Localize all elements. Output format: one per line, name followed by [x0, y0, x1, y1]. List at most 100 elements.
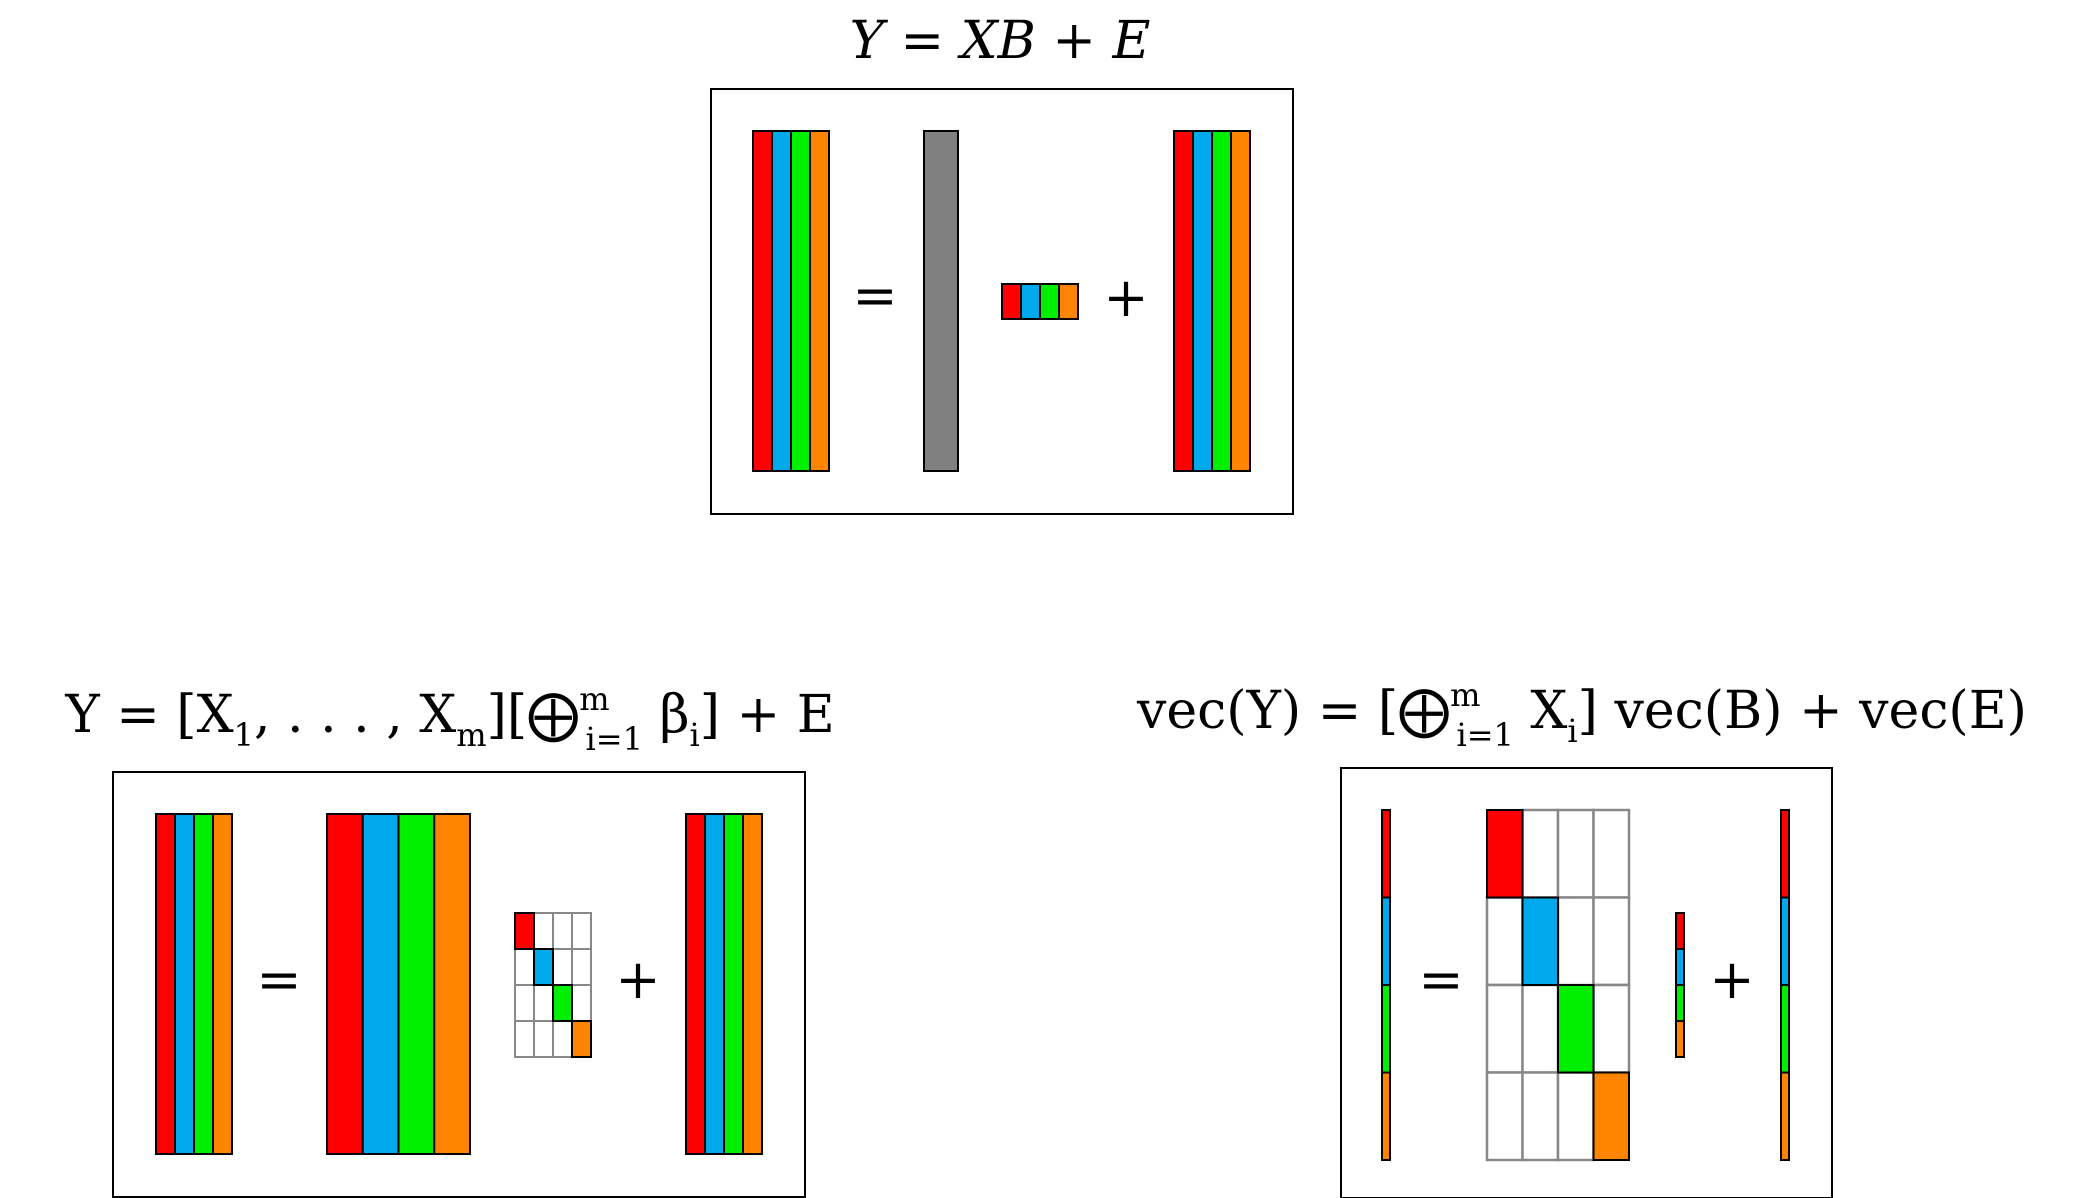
top-b-vector-blue-column	[1020, 283, 1041, 320]
left-formula-subm: m	[456, 716, 486, 754]
right-plus-sign: +	[1709, 948, 1754, 1011]
right-x-blockdiag-empty-cell	[1521, 983, 1560, 1074]
right-x-blockdiag-empty-cell	[1485, 896, 1524, 987]
right-vecb-vector-green-segment	[1675, 984, 1685, 1022]
left-formula-sup: m	[579, 680, 609, 718]
top-panel-frame	[710, 88, 1294, 515]
top-e-matrix	[1173, 130, 1251, 472]
top-e-matrix-red-column	[1173, 130, 1194, 472]
right-vecy-vector-blue-segment	[1381, 896, 1391, 986]
right-panel-frame	[1340, 767, 1833, 1198]
left-formula-sub: i=1	[586, 720, 643, 758]
top-x-matrix	[923, 130, 959, 472]
right-vece-vector-red-segment	[1780, 809, 1790, 899]
left-x-matrix	[326, 813, 471, 1155]
right-vecb-vector-orange-segment	[1675, 1020, 1685, 1058]
right-x-blockdiag-orange-block	[1592, 1071, 1630, 1161]
left-beta-blockdiag-empty-cell	[552, 1020, 573, 1058]
left-formula-oplus: ⨁	[527, 685, 579, 745]
right-x-blockdiag-empty-cell	[1556, 896, 1595, 987]
left-y-matrix-green-column	[193, 813, 214, 1155]
left-x-matrix-green-column	[397, 813, 436, 1155]
right-x-blockdiag-empty-cell	[1592, 808, 1631, 899]
left-formula-sub1: 1	[234, 716, 254, 754]
right-vecb-vector-red-segment	[1675, 912, 1685, 950]
top-formula-xb: XB	[957, 11, 1036, 71]
left-formula-lhs: Y = [X	[64, 685, 233, 745]
left-beta-blockdiag-empty-cell	[533, 912, 554, 950]
left-formula-mid: , . . . , X	[254, 685, 456, 745]
top-e-matrix-blue-column	[1192, 130, 1213, 472]
right-formula-oplus: ⨁	[1398, 681, 1450, 741]
top-b-vector-orange-column	[1058, 283, 1079, 320]
left-beta-blockdiag-empty-cell	[571, 948, 592, 986]
right-vecb-vector	[1675, 912, 1685, 1058]
top-formula-y: Y	[850, 11, 889, 71]
right-x-blockdiag-green-block	[1557, 984, 1595, 1074]
right-x-blockdiag-empty-cell	[1521, 1071, 1560, 1162]
left-beta-blockdiag-empty-cell	[552, 948, 573, 986]
top-y-matrix-orange-column	[809, 130, 830, 472]
right-vece-vector-blue-segment	[1780, 896, 1790, 986]
top-plus-sign: +	[1103, 266, 1148, 329]
right-x-blockdiag-red-block	[1486, 809, 1524, 899]
left-panel-frame	[112, 771, 806, 1198]
left-formula-subi: i	[690, 716, 700, 754]
right-x-blockdiag-empty-cell	[1485, 983, 1524, 1074]
right-formula-x: X	[1514, 681, 1568, 741]
top-formula: Y = XB + E	[850, 11, 1151, 71]
left-beta-blockdiag-empty-cell	[514, 948, 535, 986]
right-x-blockdiag-empty-cell	[1556, 808, 1595, 899]
left-e-matrix-red-column	[685, 813, 706, 1155]
right-x-blockdiag-empty-cell	[1592, 896, 1631, 987]
right-formula-sup: m	[1450, 676, 1480, 714]
right-formula-lhs: vec(Y) = [	[1136, 681, 1398, 741]
top-e-matrix-green-column	[1211, 130, 1232, 472]
top-b-vector	[1001, 283, 1079, 320]
right-vecy-vector-red-segment	[1381, 809, 1391, 899]
right-vecy-vector-green-segment	[1381, 984, 1391, 1074]
left-beta-blockdiag-blue-block	[533, 948, 554, 986]
right-vece-vector-green-segment	[1780, 984, 1790, 1074]
left-x-matrix-blue-column	[361, 813, 400, 1155]
top-y-matrix	[752, 130, 830, 472]
right-vecy-vector	[1381, 809, 1391, 1161]
left-beta-blockdiag-empty-cell	[514, 1020, 535, 1058]
right-x-blockdiag-blue-block	[1521, 896, 1559, 986]
left-beta-blockdiag-empty-cell	[514, 984, 535, 1022]
left-e-matrix-orange-column	[742, 813, 763, 1155]
left-plus-sign: +	[615, 948, 660, 1011]
left-equals-sign: =	[256, 948, 301, 1011]
right-x-blockdiag-empty-cell	[1521, 808, 1560, 899]
right-formula-tail: ] vec(B) + vec(E)	[1578, 681, 2027, 741]
right-x-blockdiag	[1485, 808, 1631, 1162]
right-formula-sub: i=1	[1456, 716, 1513, 754]
left-x-matrix-orange-column	[433, 813, 471, 1155]
left-y-matrix-orange-column	[212, 813, 233, 1155]
left-formula-open: ][	[487, 685, 528, 745]
right-vecb-vector-blue-segment	[1675, 948, 1685, 986]
top-formula-equals: =	[884, 11, 961, 71]
top-y-matrix-green-column	[790, 130, 811, 472]
left-formula-tail: ] + E	[700, 685, 835, 745]
right-equals-sign: =	[1418, 948, 1463, 1011]
left-e-matrix-green-column	[723, 813, 744, 1155]
left-beta-blockdiag-empty-cell	[533, 1020, 554, 1058]
right-vece-vector	[1780, 809, 1790, 1161]
top-formula-e: E	[1111, 11, 1150, 71]
top-formula-plus: +	[1036, 11, 1113, 71]
left-beta-blockdiag-empty-cell	[552, 912, 573, 950]
left-beta-blockdiag-green-block	[552, 984, 573, 1022]
left-beta-blockdiag	[514, 912, 592, 1058]
right-formula-subi: i	[1567, 712, 1577, 750]
left-x-matrix-red-column	[326, 813, 364, 1155]
right-vece-vector-orange-segment	[1780, 1071, 1790, 1161]
top-b-vector-red-column	[1001, 283, 1022, 320]
top-y-matrix-blue-column	[771, 130, 792, 472]
left-beta-blockdiag-empty-cell	[571, 984, 592, 1022]
top-y-matrix-red-column	[752, 130, 773, 472]
left-e-matrix	[685, 813, 763, 1155]
